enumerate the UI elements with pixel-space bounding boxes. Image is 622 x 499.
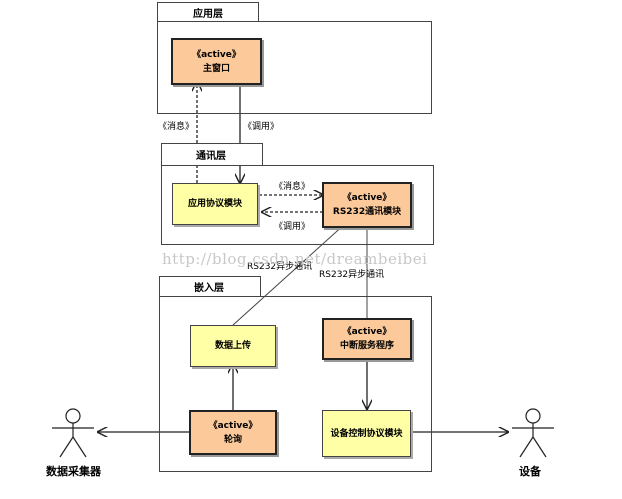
device-actor-label: 设备 [519, 465, 541, 478]
data-upload-node[interactable]: 数据上传 [190, 325, 276, 367]
app-layer-tab: 应用层 [157, 2, 259, 22]
embedded-layer-title: 嵌入层 [194, 283, 224, 294]
app-layer-title: 应用层 [193, 8, 223, 20]
device-control-name: 设备控制协议模块 [330, 428, 403, 439]
collector-actor-label: 数据采集器 [46, 465, 101, 478]
main-window-stereotype: 《active》 [192, 49, 241, 60]
rs232-module-stereotype: 《active》 [342, 193, 392, 203]
embedded-layer-package [159, 296, 432, 472]
comm-layer-title: 通讯层 [196, 151, 226, 162]
data-upload-name: 数据上传 [214, 341, 251, 351]
app-layer-package [157, 21, 432, 114]
embedded-layer-tab: 嵌入层 [159, 276, 261, 297]
call-left-label: 《调用》 [274, 222, 311, 232]
isr-stereotype: 《active》 [342, 327, 392, 337]
poll-stereotype: 《active》 [208, 420, 258, 431]
rs232-module-name: RS232通讯模块 [332, 207, 402, 217]
isr-name: 中断服务程序 [339, 341, 394, 351]
app-protocol-node[interactable]: 应用协议模块 [172, 183, 258, 225]
comm-layer-package [161, 165, 434, 245]
comm-layer-tab: 通讯层 [161, 143, 263, 166]
poll-name: 轮询 [223, 434, 242, 445]
rs232-async-label-b: RS232异步通讯 [319, 270, 385, 280]
message-up-label: 《消息》 [158, 122, 195, 132]
watermark-url: http://blog.csdn.net/dreambeibei [162, 250, 428, 268]
device-actor-icon [512, 408, 554, 458]
isr-node[interactable]: 《active》 中断服务程序 [322, 318, 412, 360]
rs232-async-label-a: RS232异步通讯 [247, 262, 313, 272]
message-right-label: 《消息》 [274, 182, 311, 192]
collector-actor-icon [52, 408, 94, 458]
device-control-node[interactable]: 设备控制协议模块 [322, 410, 411, 457]
rs232-module-node[interactable]: 《active》 RS232通讯模块 [322, 182, 412, 228]
main-window-node[interactable]: 《active》 主窗口 [171, 38, 262, 85]
app-protocol-name: 应用协议模块 [187, 199, 242, 209]
poll-node[interactable]: 《active》 轮询 [189, 410, 277, 455]
call-down-label: 《调用》 [243, 122, 280, 132]
main-window-name: 主窗口 [202, 63, 230, 74]
rs232-link-upload [232, 222, 347, 326]
